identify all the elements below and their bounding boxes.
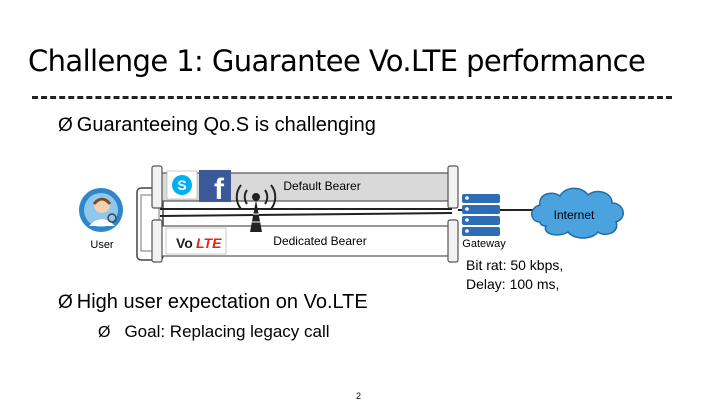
slide-title: Challenge 1: Guarantee Vo.LTE performanc…: [28, 44, 646, 78]
dedicated-bearer-label: Dedicated Bearer: [273, 234, 366, 248]
gateway-label: Gateway: [462, 238, 506, 250]
title-divider: [32, 96, 672, 99]
gateway-server-icon: [462, 194, 500, 236]
skype-letter: S: [177, 177, 186, 193]
user-avatar-icon: [79, 188, 123, 232]
cell-tower-icon: [235, 184, 277, 232]
volte-suffix: LTE: [196, 235, 222, 251]
internet-label: Internet: [554, 208, 595, 222]
link-line: [159, 212, 453, 217]
volte-prefix: Vo: [176, 235, 193, 251]
qos-requirements-note: Bit rat: 50 kbps, Delay: 100 ms,: [466, 256, 563, 294]
arrow-bullet-icon: Ø: [58, 115, 73, 136]
arrow-bullet-icon: Ø: [58, 292, 73, 313]
facebook-logo-icon: f: [199, 170, 231, 206]
bullet-text: Guaranteeing Qo.S is challenging: [76, 114, 376, 136]
sub-bullet-text: Goal: Replacing legacy call: [124, 322, 330, 341]
user-label: User: [90, 239, 114, 251]
internet-cloud-icon: [531, 187, 624, 239]
facebook-letter: f: [214, 173, 225, 206]
default-bearer-label: Default Bearer: [283, 179, 360, 193]
bitrate-requirement: Bit rat: 50 kbps,: [466, 257, 564, 273]
sub-bullet-goal: Ø Goal: Replacing legacy call: [98, 322, 330, 342]
page-number: 2: [356, 391, 362, 401]
volte-logo-icon: Vo LTE: [165, 227, 227, 255]
arrow-bullet-icon: Ø: [98, 324, 111, 341]
bullet-text: High user expectation on Vo.LTE: [76, 291, 368, 313]
delay-requirement: Delay: 100 ms,: [466, 276, 560, 292]
skype-logo-icon: S: [166, 170, 198, 200]
